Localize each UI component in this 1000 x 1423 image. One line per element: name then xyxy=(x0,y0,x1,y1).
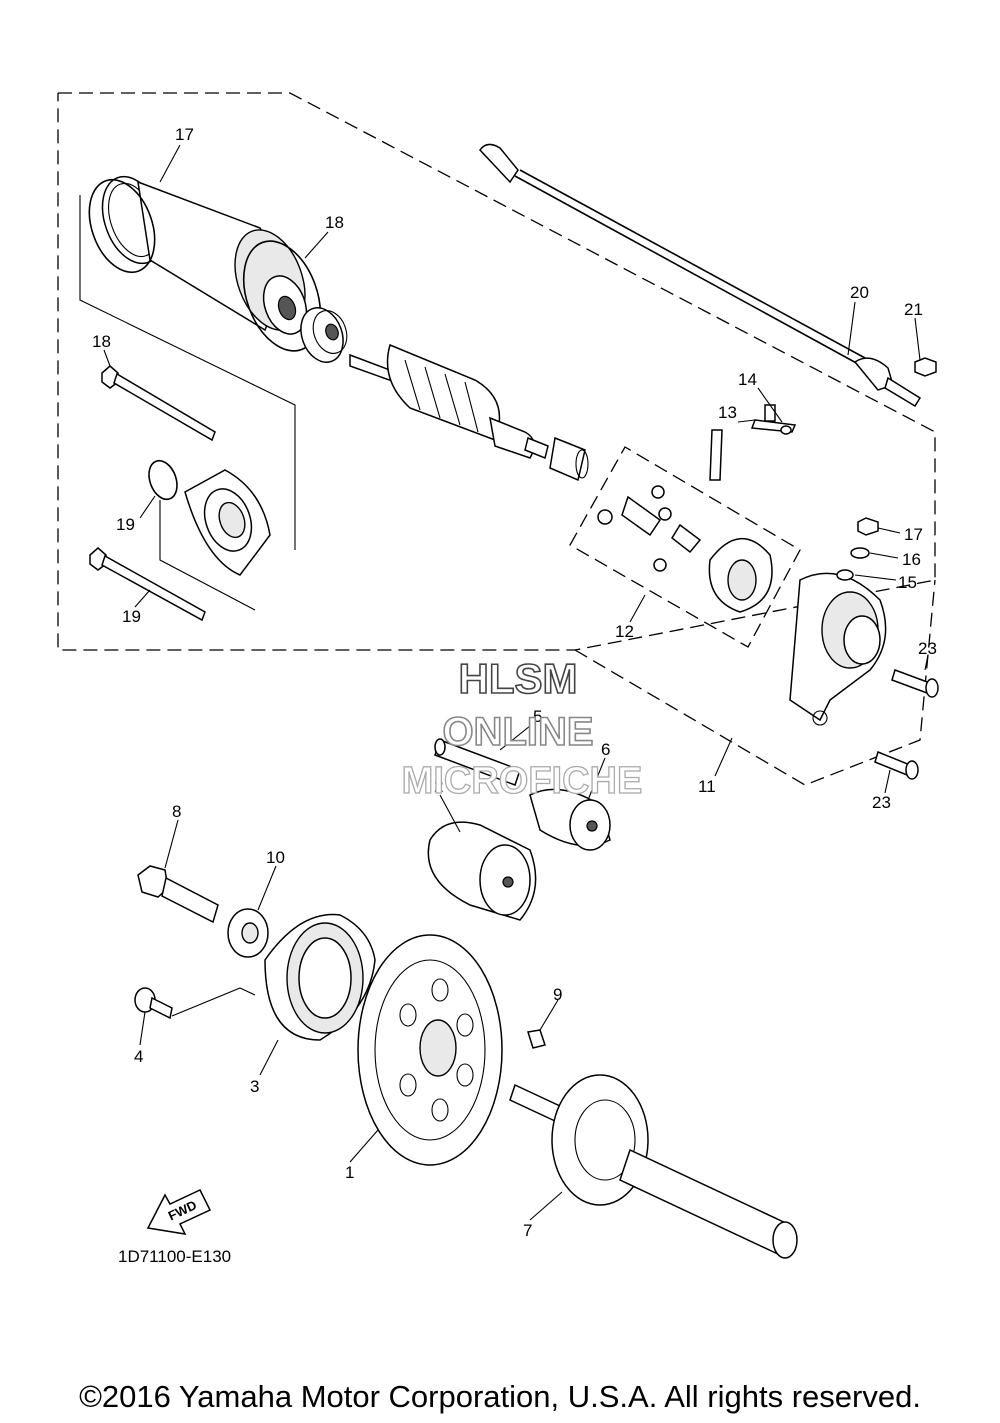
front-cover-bracket-outline xyxy=(79,195,296,550)
callout-6: 6 xyxy=(601,740,610,759)
brush-holder-group-outline xyxy=(569,446,801,648)
screw-4-leader xyxy=(171,987,256,1017)
callout-13: 13 xyxy=(718,403,737,422)
idler-gear-6 xyxy=(529,788,611,851)
front-cover xyxy=(184,469,271,576)
callout-16: 16 xyxy=(902,550,921,569)
through-bolt-upper xyxy=(101,365,216,442)
o-ring-20 xyxy=(148,459,178,501)
screw-4 xyxy=(134,987,173,1020)
o-ring-18a xyxy=(88,178,156,274)
callout-5: 5 xyxy=(533,707,542,726)
starter-yoke xyxy=(101,175,308,335)
end-cover-bolt-upper xyxy=(891,669,939,698)
bolt-8 xyxy=(137,865,219,924)
callout-23-lower: 23 xyxy=(872,793,891,812)
copyright-notice: ©2016 Yamaha Motor Corporation, U.S.A. A… xyxy=(79,1379,921,1414)
callout-22: 21 xyxy=(904,300,923,319)
needle-bearing xyxy=(549,436,589,482)
callout-15: 15 xyxy=(898,573,917,592)
end-cover-bolt-lower xyxy=(874,750,919,780)
fwd-arrow-icon: FWD xyxy=(146,1189,212,1235)
watermark-line1: HLSM xyxy=(459,655,578,702)
callout-18-end-ring: 18 xyxy=(325,213,344,232)
callout-21: 20 xyxy=(850,283,869,302)
armature-bearing xyxy=(300,307,348,363)
armature xyxy=(349,343,549,460)
brush-holder-assembly xyxy=(597,429,773,613)
washer-15 xyxy=(836,569,854,581)
watermark: HLSM ONLINE MICROFICHE xyxy=(401,654,643,802)
bolt-bracket-outline xyxy=(159,500,256,611)
washer-14 xyxy=(780,425,792,435)
through-bolt-lower xyxy=(89,547,206,622)
washer-10 xyxy=(227,908,269,958)
washer-16 xyxy=(850,547,870,559)
driven-shaft-7 xyxy=(509,1074,798,1259)
callout-11: 11 xyxy=(698,777,716,796)
starter-motor-group-outline xyxy=(57,92,936,651)
callout-14: 14 xyxy=(738,370,757,389)
callout-8: 8 xyxy=(172,802,181,821)
woodruff-key-9 xyxy=(527,1029,546,1049)
callout-18-yoke-ring: 17 xyxy=(175,125,194,144)
rear-end-cover xyxy=(789,572,887,726)
callout-3: 3 xyxy=(250,1077,259,1096)
idler-shaft-5 xyxy=(434,738,521,786)
callout-17: 17 xyxy=(904,525,923,544)
callout-4: 4 xyxy=(134,1047,143,1066)
callout-7: 7 xyxy=(523,1221,532,1240)
leader-lines xyxy=(103,144,929,1221)
callout-19-lower: 19 xyxy=(122,607,141,626)
starter-lead-cable xyxy=(479,143,922,408)
callout-23-upper: 23 xyxy=(918,639,937,658)
callout-19-upper: 18 xyxy=(92,332,111,351)
callout-2: 2 xyxy=(434,777,443,796)
starter-wheel-gear-1 xyxy=(357,934,503,1166)
o-ring-18b xyxy=(242,240,322,352)
drawing-code: 1D71100-E130 xyxy=(118,1247,231,1266)
idler-gear-2 xyxy=(427,821,537,921)
callout-12: 12 xyxy=(615,622,634,641)
nut-22 xyxy=(914,357,937,377)
callout-1: 1 xyxy=(345,1163,354,1182)
callout-20: 19 xyxy=(116,515,135,534)
watermark-line2: ONLINE xyxy=(442,710,593,754)
starter-clutch-3 xyxy=(264,913,376,1041)
nut-17 xyxy=(857,517,879,536)
watermark-line3: MICROFICHE xyxy=(402,760,643,802)
callout-9: 9 xyxy=(553,985,562,1004)
callout-10: 10 xyxy=(266,848,285,867)
